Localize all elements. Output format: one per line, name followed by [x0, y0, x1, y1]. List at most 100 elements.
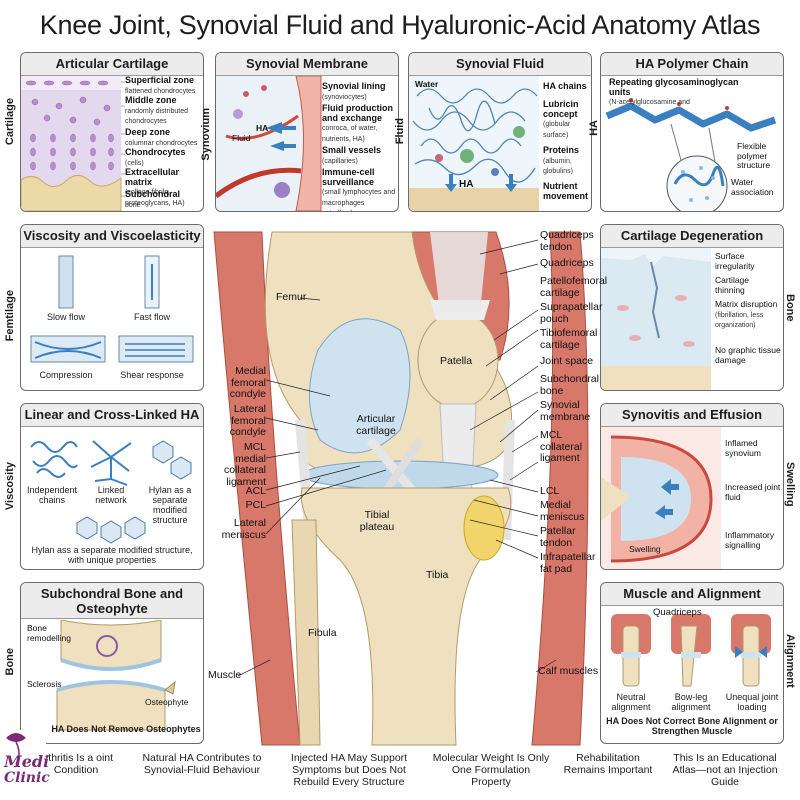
label-synovial-lining: Synovial lining(synoviocytes) — [322, 81, 386, 101]
label-water: Water — [415, 79, 439, 89]
label-repeating-units: Repeating glycosaminoglycan units(N-acet… — [609, 77, 739, 106]
degeneration-illustration — [601, 248, 711, 390]
footer-item-3: Injected HA May Support Symptoms but Doe… — [290, 752, 408, 788]
label-ha-chains: HA chains — [543, 81, 587, 91]
page-title: Knee Joint, Synovial Fluid and Hyaluroni… — [39, 10, 761, 40]
side-label-ha: HA — [588, 120, 600, 136]
label-water-association: Water association — [731, 177, 774, 197]
label-patellofemoral-cartilage: Patellofemoral cartilage — [540, 275, 608, 299]
panel-synovial-membrane: Synovial Membrane Fluid HA Synovial lini… — [215, 52, 399, 212]
label-quadriceps-tendon: Quadriceps tendon — [540, 229, 594, 253]
label-swelling: Swelling — [629, 544, 661, 554]
label-suprapatellar-pouch: Suprapatellar pouch — [540, 301, 603, 325]
linear-ha-illustration — [30, 440, 192, 544]
label-proteins: Proteins(albumin, globulins) — [543, 145, 580, 175]
label-pcl: PCL — [245, 499, 266, 511]
label-extracellular-matrix: Extracellular matrix(collage fibrils, pr… — [125, 167, 185, 207]
viscosity-illustration — [30, 255, 194, 363]
label-fibula: Fibula — [308, 627, 337, 639]
label-inflamed-synovium: Inflamed synovium — [725, 438, 761, 458]
side-label-viscosity: Viscosity — [4, 462, 16, 511]
label-ha: HA — [256, 123, 269, 133]
panel-ha-polymer-chain: HA Polymer Chain Repeating glycosaminogl… — [600, 52, 784, 212]
label-immune-cell: Immune-cell surveillance(small lymphocyt… — [322, 167, 396, 211]
label-fast-flow: Fast flow — [133, 312, 170, 322]
label-mcl-right: MCL collateral ligament — [540, 429, 583, 464]
label-flexible-polymer: Flexible polymer structure — [737, 141, 771, 170]
ha-polymer-illustration — [605, 98, 777, 211]
label-bone-remodelling: Bone remodelling — [27, 623, 71, 643]
label-patella: Patella — [440, 355, 473, 367]
label-chondrocytes: Chondrocytes(cells) — [125, 147, 186, 167]
label-hylan-caption: Hylan ass a separate modified structure,… — [31, 545, 193, 565]
label-shear-response: Shear response — [120, 370, 184, 380]
label-ha-no-osteophytes: HA Does Not Remove Osteophytes — [51, 724, 201, 734]
logo-icon — [6, 733, 26, 765]
logo-text-medi: Medi — [4, 752, 50, 771]
label-sclerosis: Sclerosis — [27, 679, 62, 689]
label-femur: Femur — [276, 291, 307, 303]
label-linked-network: Linked network — [95, 485, 127, 505]
panel-heading: Synovial Fluid — [409, 53, 591, 76]
label-hylan-structure: Hylan as a separate modified structure — [148, 485, 192, 525]
label-joint-space: Joint space — [540, 355, 594, 367]
label-medial-meniscus: Medial meniscus — [540, 499, 585, 523]
label-infrapatellar-fat-pad: Infrapatellar fat pad — [540, 551, 596, 575]
synovial-fluid-illustration — [409, 76, 539, 211]
label-lateral-condyle: Lateral femoral condyle — [229, 403, 266, 438]
label-no-graphic-damage: No graphic tissue damage — [715, 345, 781, 365]
label-synovial-membrane-center: Synovial membrane — [540, 399, 591, 423]
label-bowleg-alignment: Bow-leg alignment — [671, 692, 711, 712]
label-slow-flow: Slow flow — [46, 312, 85, 322]
panel-heading: Cartilage Degeneration — [601, 225, 783, 248]
panel-muscle-alignment: Muscle and Alignment Quadriceps Neutral … — [600, 582, 784, 744]
label-quadriceps: Quadriceps — [653, 607, 702, 618]
label-unequal-loading: Unequal joint loading — [725, 692, 779, 712]
side-label-bone-right: Bone — [784, 294, 796, 322]
panel-viscosity: Viscosity and Viscoelasticity Slow flow … — [20, 224, 204, 391]
panel-synovial-fluid: Synovial Fluid Water HA HA chains Lubric… — [408, 52, 592, 212]
panel-heading: Muscle and Alignment — [601, 583, 783, 606]
label-subchondral-bone-center: Subchondral bone — [540, 373, 599, 397]
label-patellar-tendon: Patellar tendon — [540, 525, 576, 549]
label-compression: Compression — [39, 370, 93, 380]
label-tibiofemoral-cartilage: Tibiofemoral cartilage — [540, 327, 598, 351]
label-inflammatory-signalling: Inflammatory signalling — [725, 530, 775, 550]
panel-heading: Linear and Cross-Linked HA — [21, 404, 203, 427]
footer-item-6: This Is an Educational Atlas—not an Inje… — [672, 752, 778, 788]
footer-item-5: Rehabilitation Remains Important — [563, 752, 653, 776]
side-label-swelling: Swelling — [784, 462, 796, 507]
label-tibia: Tibia — [426, 569, 449, 581]
subchondral-illustration — [56, 620, 176, 731]
label-surface-irregularity: Surface irregularity — [715, 251, 755, 271]
label-acl: ACL — [245, 485, 266, 497]
side-label-fluid: Fluid — [394, 118, 406, 145]
label-muscle: Muscle — [208, 669, 242, 681]
label-nutrient: Nutrient movement — [543, 181, 589, 201]
panel-heading: Synovial Membrane — [216, 53, 398, 76]
panel-heading: Synovitis and Effusion — [601, 404, 783, 427]
label-articular-cartilage: Articular cartilage — [356, 413, 396, 437]
label-lubricin: Lubricin concept(globular surface) — [543, 99, 579, 139]
side-label-femtilage: Femtilage — [4, 290, 16, 342]
panel-heading: HA Polymer Chain — [601, 53, 783, 76]
panel-heading: Subchondral Bone and Osteophyte — [21, 583, 203, 619]
footer-item-1: arthritis Is a oint Condition — [38, 752, 114, 776]
label-neutral-alignment: Neutral alignment — [611, 692, 651, 712]
side-label-bone: Bone — [4, 648, 16, 676]
side-label-cartilage: Cartilage — [4, 98, 16, 146]
side-label-synovium: Synovium — [200, 108, 212, 161]
label-matrix-disruption: Matrix disruption(fibrillation, less org… — [715, 299, 778, 329]
logo-text-clinic: Clinic — [4, 770, 50, 786]
label-ha-no-alignment: HA Does Not Correct Bone Alignment or St… — [606, 716, 778, 736]
label-medial-condyle: Medial femoral condyle — [229, 365, 266, 400]
cartilage-illustration — [21, 76, 125, 211]
footer-item-2: Natural HA Contributes to Synovial-Fluid… — [142, 752, 262, 776]
panel-heading: Viscosity and Viscoelasticity — [21, 225, 203, 248]
label-increased-fluid: Increased joint fluid — [725, 482, 781, 502]
